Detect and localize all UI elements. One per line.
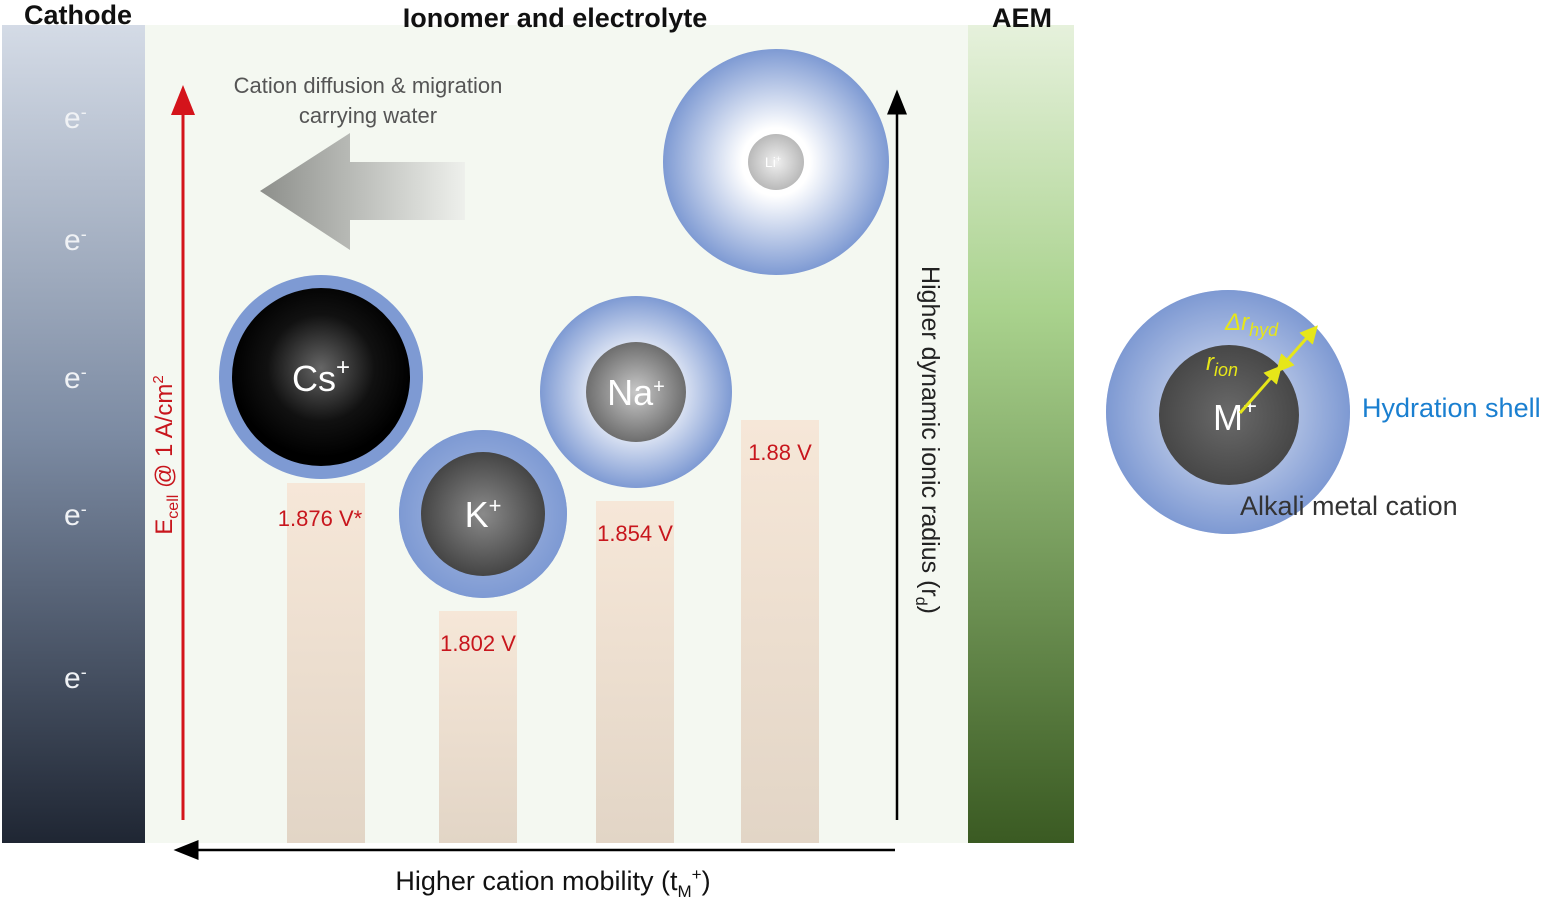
voltage-bar-na: [596, 501, 674, 843]
electron-label: e-: [64, 499, 87, 532]
r-ion-label: rion: [1206, 349, 1238, 380]
cathode-title: Cathode: [24, 0, 132, 30]
ionic-radius-axis-label: Higher dynamic ionic radius (rd): [912, 266, 944, 614]
delta-r-hyd-label: Δrhyd: [1224, 309, 1279, 340]
electron-label: e-: [64, 224, 87, 257]
voltage-label-k: 1.802 V: [440, 631, 516, 656]
alkali-cation-label: Alkali metal cation: [1240, 491, 1458, 521]
voltage-label-cs: 1.876 V*: [278, 506, 363, 531]
voltage-bar-li: [741, 420, 819, 843]
flow-label-line1: Cation diffusion & migration: [234, 73, 503, 98]
voltage-bar-cs: [287, 483, 365, 843]
cation-legend: M+ rion Δrhyd Hydration shell Alkali met…: [1106, 290, 1541, 534]
electron-label: e-: [64, 102, 87, 135]
cation-na: Na+: [540, 296, 732, 488]
cation-li: Li+: [663, 49, 889, 275]
ionomer-title: Ionomer and electrolyte: [403, 3, 708, 33]
aem-panel: [968, 25, 1074, 843]
electron-label: e-: [64, 362, 87, 395]
hydration-shell-label: Hydration shell: [1362, 393, 1541, 423]
svg-text:K+: K+: [465, 493, 502, 535]
delta-r-hyd-arrow: [1276, 325, 1318, 373]
r-ion-arrow: [1238, 365, 1282, 414]
cation-flow-arrow-icon: [260, 133, 465, 250]
svg-text:Cs+: Cs+: [292, 354, 350, 399]
cation-cs: Cs+: [219, 275, 423, 479]
cathode-panel: [2, 25, 145, 843]
voltage-label-na: 1.854 V: [597, 521, 673, 546]
svg-text:Li+: Li+: [765, 154, 781, 170]
svg-text:Na+: Na+: [607, 372, 665, 413]
voltage-bar-k: [439, 611, 517, 843]
ecell-axis-label: Ecell @ 1 A/cm2: [150, 375, 182, 534]
aem-title: AEM: [992, 3, 1052, 33]
mobility-axis-label: Higher cation mobility (tM+): [395, 865, 710, 899]
electron-labels: e- e- e- e- e-: [64, 102, 87, 695]
voltage-label-li: 1.88 V: [748, 440, 812, 465]
cation-k: K+: [399, 430, 567, 598]
flow-label-line2: carrying water: [299, 103, 437, 128]
electron-label: e-: [64, 662, 87, 695]
